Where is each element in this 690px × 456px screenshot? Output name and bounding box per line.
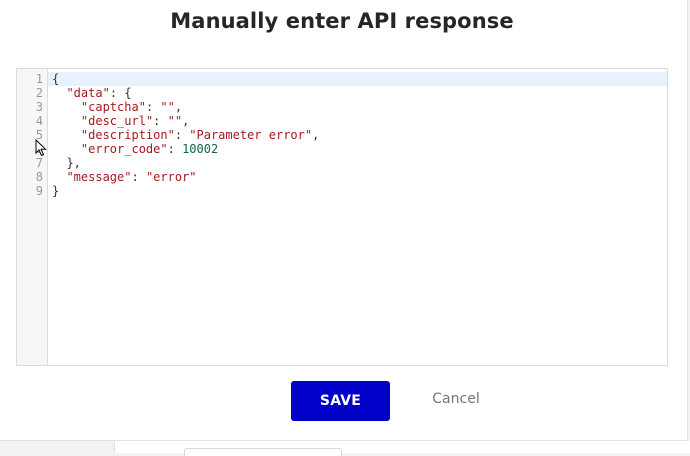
arrow-pointer-icon	[35, 139, 47, 157]
code-line[interactable]: 4 "desc_url": "",	[17, 114, 667, 128]
code-token: ,	[312, 128, 320, 142]
code-text: "desc_url": "",	[52, 114, 189, 128]
code-token	[52, 100, 81, 114]
code-token: :	[174, 128, 190, 142]
dialog-title: Manually enter API response	[170, 9, 514, 33]
code-line[interactable]: 5 "description": "Parameter error",	[17, 128, 667, 142]
code-lines[interactable]: 1{2 "data": {3 "captcha": "",4 "desc_url…	[17, 72, 667, 198]
line-number: 4	[35, 114, 43, 128]
save-button[interactable]: SAVE	[291, 381, 390, 421]
line-number: 9	[35, 184, 43, 198]
background-tab	[184, 448, 342, 456]
line-number: 7	[35, 156, 43, 170]
line-number: 1	[35, 72, 43, 86]
code-token: "desc_url"	[80, 114, 154, 128]
code-token: :	[167, 142, 183, 156]
line-number: 8	[35, 170, 43, 184]
code-token: "Parameter error"	[189, 128, 313, 142]
code-line[interactable]: 6 "error_code": 10002	[17, 142, 667, 156]
cancel-button[interactable]: Cancel	[418, 386, 494, 412]
code-token: : {	[109, 86, 132, 100]
line-number: 2	[35, 86, 43, 100]
line-number-gutter	[17, 69, 48, 365]
json-code-editor[interactable]: 1{2 "data": {3 "captcha": "",4 "desc_url…	[16, 68, 668, 366]
code-line[interactable]: 2 "data": {	[17, 86, 667, 100]
line-number: 3	[35, 100, 43, 114]
code-text: "data": {	[52, 86, 132, 100]
code-token: ""	[167, 114, 183, 128]
code-token	[52, 170, 66, 184]
code-text: },	[52, 156, 81, 170]
code-token	[52, 142, 81, 156]
code-line[interactable]: 1{	[17, 72, 667, 86]
code-token: :	[131, 170, 146, 184]
code-token: },	[52, 156, 81, 170]
code-token	[52, 114, 81, 128]
code-token: "error_code"	[80, 142, 168, 156]
code-token: ,	[182, 114, 190, 128]
line-number: 5	[35, 128, 43, 142]
code-token: {	[52, 72, 60, 86]
code-line[interactable]: 3 "captcha": "",	[17, 100, 667, 114]
code-token: ""	[160, 100, 175, 114]
code-token: }	[52, 184, 60, 198]
code-line[interactable]: 7 },	[17, 156, 667, 170]
code-text: "description": "Parameter error",	[52, 128, 319, 142]
code-token: ,	[174, 100, 183, 114]
api-response-dialog: Manually enter API response 1{2 "data": …	[0, 0, 688, 441]
code-token: "data"	[66, 86, 110, 100]
code-text: "message": "error"	[52, 170, 197, 184]
code-line[interactable]: 9}	[17, 184, 667, 198]
code-token: :	[145, 100, 161, 114]
code-text: "captcha": "",	[52, 100, 182, 114]
active-line-highlight	[48, 72, 667, 86]
code-token	[52, 128, 81, 142]
code-token: :	[153, 114, 168, 128]
code-token: "error"	[145, 170, 197, 184]
code-token: "captcha"	[80, 100, 146, 114]
code-text: }	[52, 184, 59, 198]
code-token	[52, 86, 66, 100]
code-token: 10002	[182, 142, 219, 156]
code-text: "error_code": 10002	[52, 142, 218, 156]
code-token: "description"	[80, 128, 175, 142]
code-token: "message"	[66, 170, 132, 184]
code-line[interactable]: 8 "message": "error"	[17, 170, 667, 184]
code-text: {	[52, 72, 59, 86]
